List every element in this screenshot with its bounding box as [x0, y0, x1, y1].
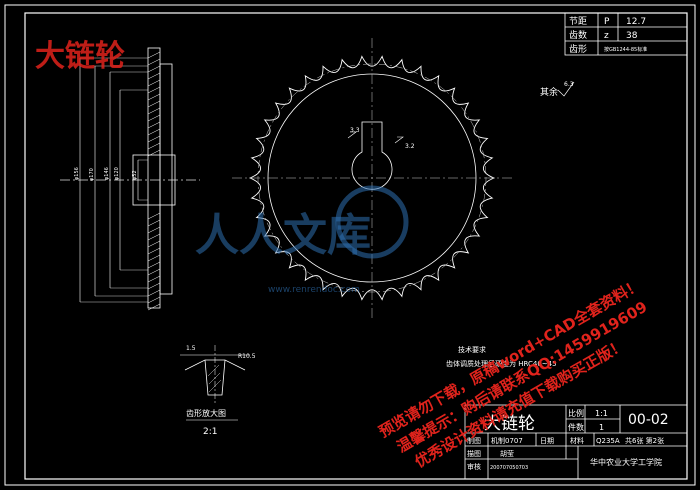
roughness-rest-label: 其余 [540, 86, 558, 98]
detail-scale: 2:1 [203, 427, 217, 437]
tb-material-value: Q235A [596, 437, 620, 445]
tb-drawn-value: 机制0707 [491, 436, 523, 445]
param-symbol-0: P [604, 17, 610, 27]
tb-review-value: 200707050703 [490, 465, 528, 471]
hatch-line [147, 261, 161, 269]
tb-drawn-label: 制图 [467, 436, 481, 445]
hatch-line [147, 58, 161, 66]
hatch-line [147, 72, 161, 80]
param-value-0: 12.7 [626, 17, 646, 27]
hatch-line [147, 282, 161, 290]
sprocket-front-view [232, 38, 512, 318]
hatch-line [147, 226, 161, 234]
hatch-line [147, 149, 161, 157]
hatch-line [147, 142, 161, 150]
tb-drawing-no: 00-02 [628, 412, 669, 428]
red-watermark: 预览请勿下载，原稿word+CAD全套资料！ 温馨提示：购后请联系QQ:1459… [376, 276, 651, 472]
tb-qty-value: 1 [599, 423, 604, 432]
param-label-2: 齿形 [569, 43, 587, 55]
tb-material-label: 材料 [570, 436, 584, 445]
logo-text: 人人文库 [195, 210, 371, 261]
hatch-line [147, 135, 161, 143]
hatch-line [147, 240, 161, 248]
param-table [564, 12, 688, 56]
roughness-value: 6.3 [564, 81, 574, 88]
dimension-label: φ120 [114, 167, 120, 180]
outer-border [4, 4, 696, 486]
param-label-1: 齿数 [569, 29, 587, 41]
dimension-label: φ146 [104, 167, 110, 180]
hatch-line [147, 86, 161, 94]
hatch-line [147, 254, 161, 262]
dimension-label: φ156 [74, 167, 80, 180]
detail-dim-b: R10.5 [238, 353, 256, 360]
detail-title: 齿形放大图 [186, 408, 226, 418]
hatch-line [147, 212, 161, 220]
title-block [464, 404, 688, 480]
param-value-2: 按GB1244-85标准 [604, 46, 647, 53]
hatch-line [147, 247, 161, 255]
hatch-line [147, 79, 161, 87]
roughness-symbol-keyway [394, 136, 404, 144]
hatch-line [147, 233, 161, 241]
tooth-detail [180, 345, 250, 405]
hatch-line [147, 51, 161, 59]
tb-drawing-label: 描图 [467, 449, 481, 458]
tech-req-text: 齿体调质处理后硬度为 HRC40~45 [446, 359, 557, 368]
tooth-detail-hatch [207, 364, 222, 393]
logo-url: www.renrendoc.com [268, 285, 360, 295]
tb-qty-label: 件数 [568, 422, 584, 432]
param-label-0: 节距 [569, 16, 587, 27]
param-symbol-1: z [604, 31, 609, 41]
hatch-line [147, 219, 161, 227]
tb-date-label: 日期 [540, 437, 554, 445]
hatch-line [147, 289, 161, 297]
watermark-title: 大链轮 [35, 39, 125, 74]
tb-scale-label: 比例 [568, 408, 584, 418]
logo-watermark [335, 185, 409, 259]
hatch-line [147, 121, 161, 129]
vertical-dimensions: φ156 φ170 φ146 φ120 φ52 [74, 57, 148, 303]
hatch-line [147, 100, 161, 108]
inner-frame [24, 12, 688, 480]
hatch-line [147, 268, 161, 276]
hatch-line [147, 93, 161, 101]
tb-sheets: 共6张 第2张 [625, 436, 664, 445]
hatch-line [147, 275, 161, 283]
keyway-dim-b: 3.2 [405, 143, 415, 150]
param-value-1: 38 [626, 31, 638, 41]
hatch-line [147, 107, 161, 115]
tb-drawing-person: 胡莹 [500, 449, 514, 458]
roughness-symbol [557, 81, 575, 97]
dimension-label: φ52 [132, 170, 138, 180]
tb-scale-value: 1:1 [595, 409, 608, 418]
tb-school: 华中农业大学工学院 [590, 457, 662, 467]
tb-review-label: 审核 [467, 462, 481, 471]
tb-part-name: 大链轮 [484, 414, 535, 434]
roughness-symbol-keyway-2 [347, 131, 357, 139]
hatch-line [147, 303, 161, 311]
dimension-label: φ170 [89, 168, 95, 181]
tech-req-title: 技术要求 [458, 345, 486, 354]
hatch-line [147, 65, 161, 73]
hatch-line [147, 114, 161, 122]
hatch-line [147, 128, 161, 136]
side-view-hatch [147, 51, 161, 311]
detail-dim-a: 1.5 [186, 345, 196, 352]
keyway-dim-a: 3.3 [350, 127, 360, 134]
hatch-line [147, 296, 161, 304]
side-view [60, 47, 200, 309]
